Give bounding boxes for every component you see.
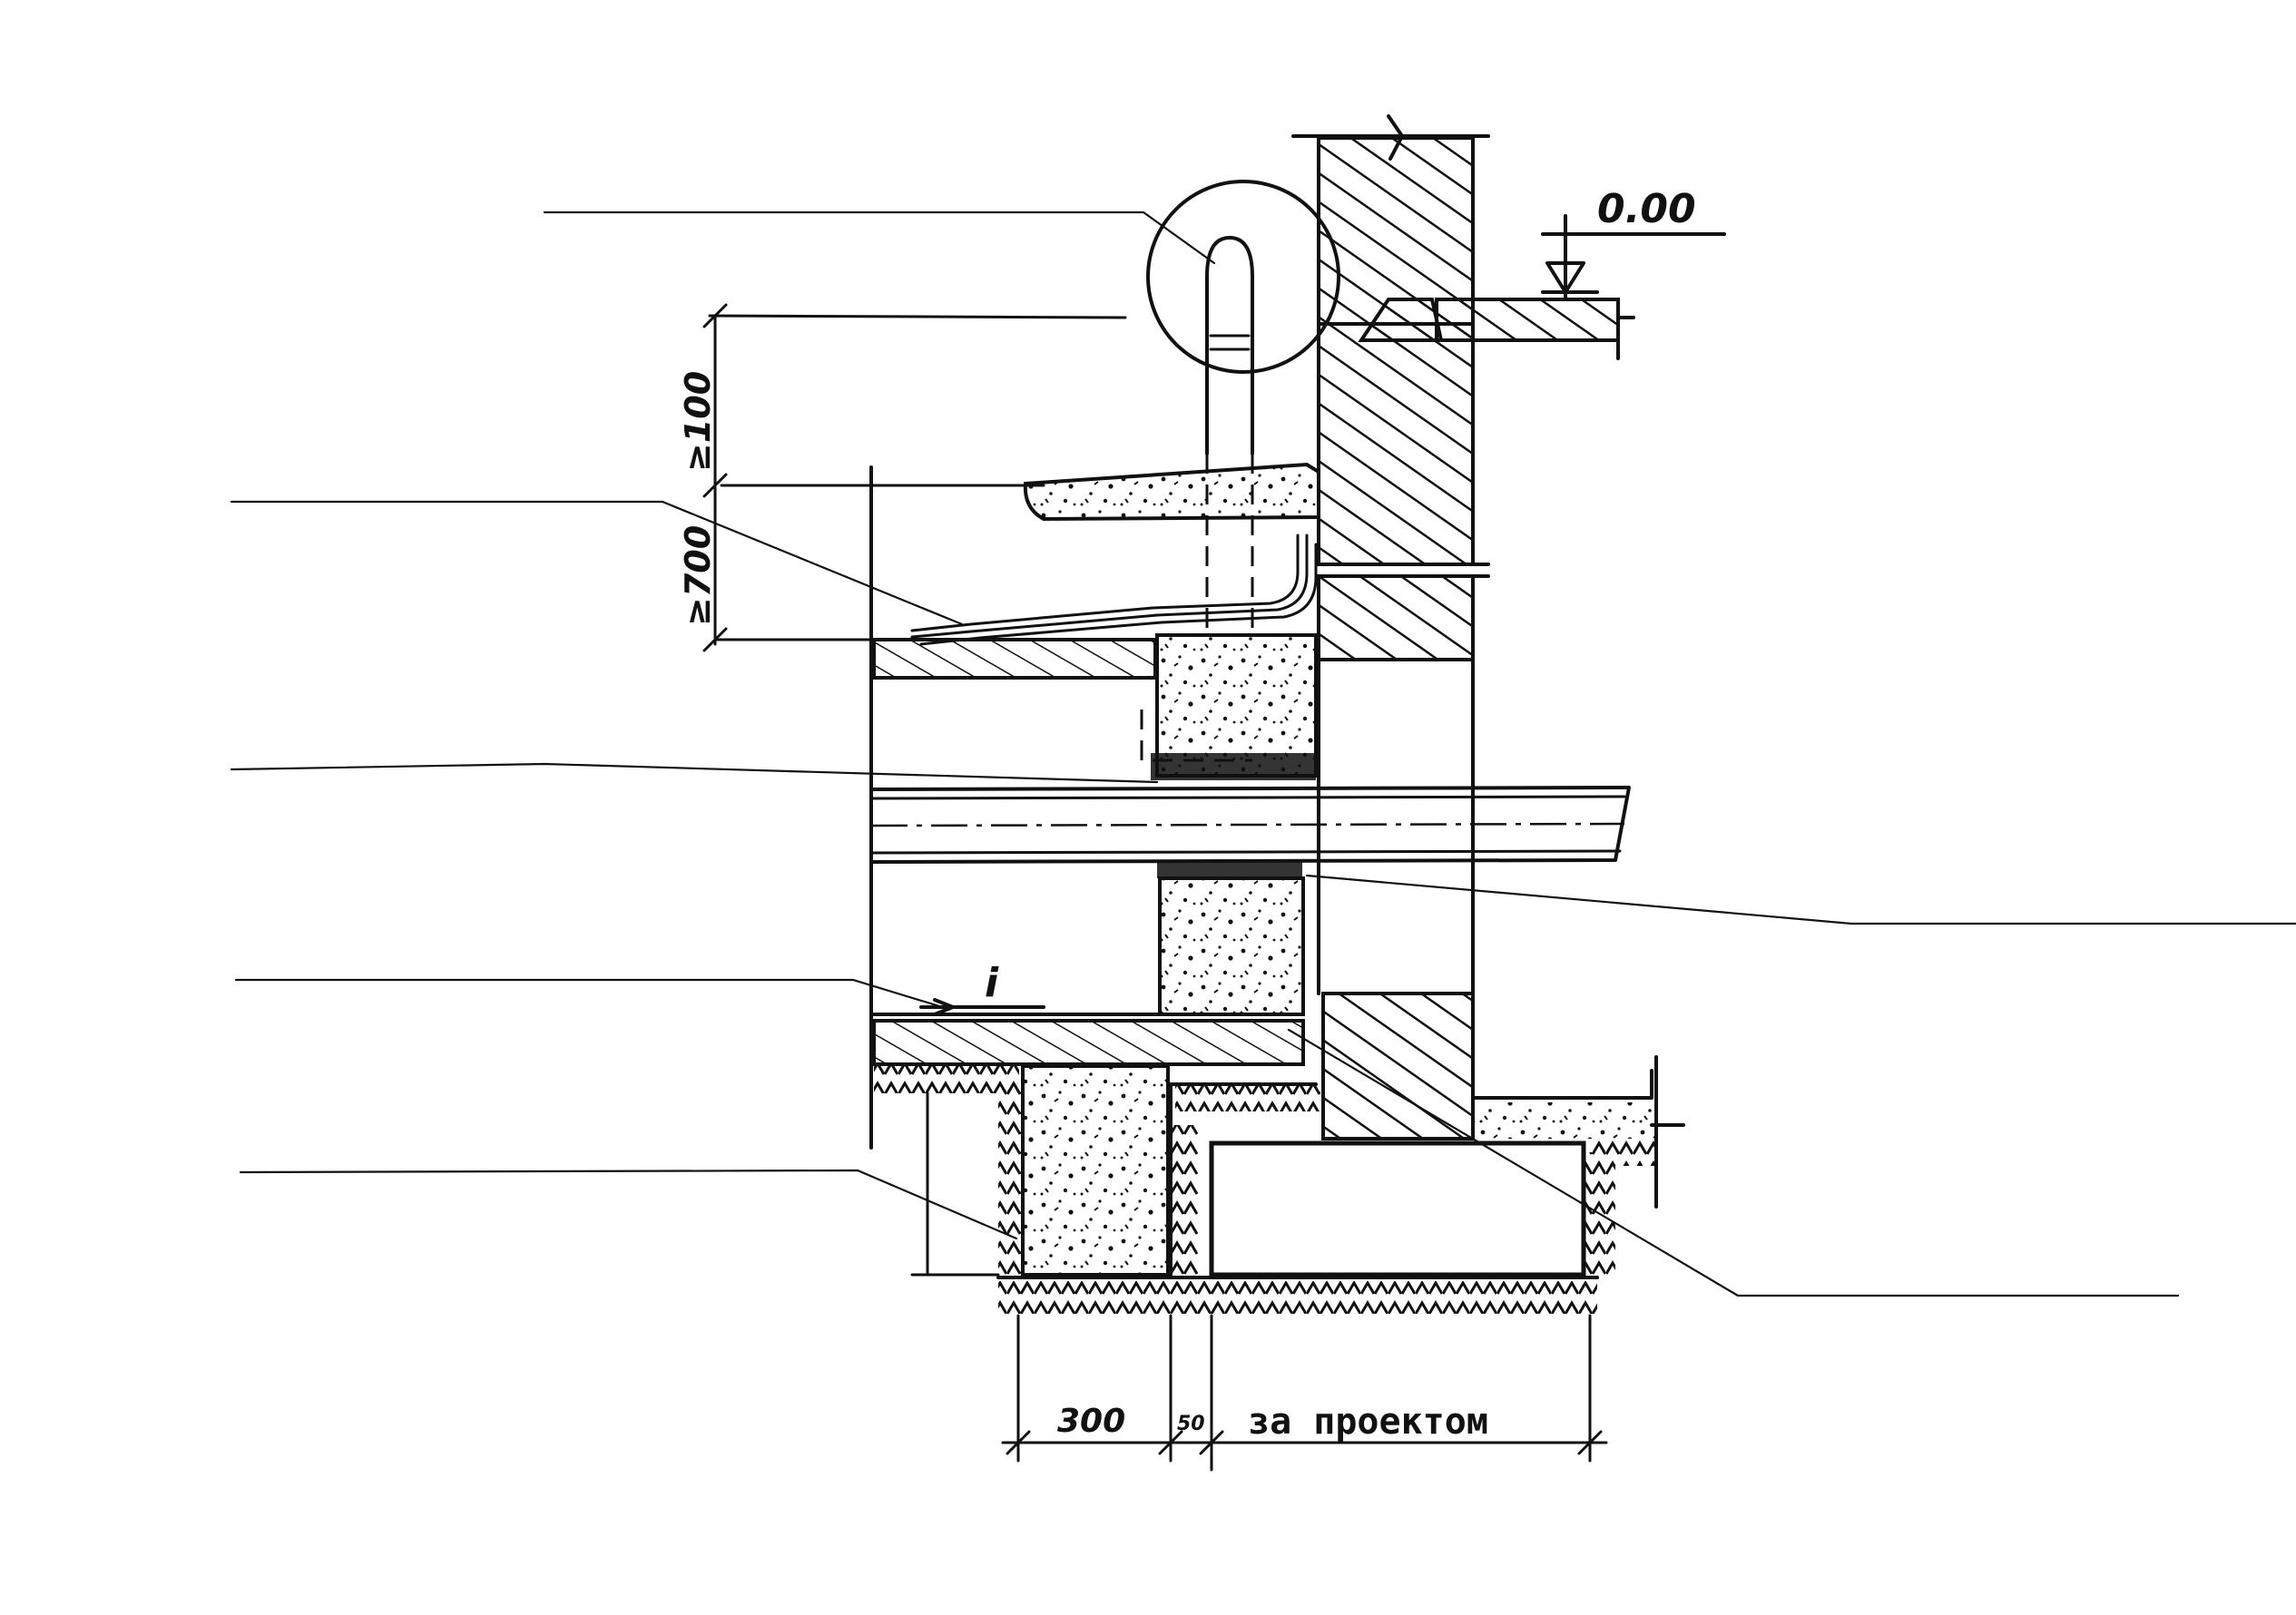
building-wall: [1291, 114, 1490, 1140]
leader-line-4: [234, 978, 950, 1011]
dimension-gap-label: 50: [1177, 1413, 1205, 1435]
dimension-width-label: 300: [1057, 1403, 1125, 1440]
leader-lines: [230, 210, 2296, 1297]
leader-line-2: [230, 500, 964, 626]
main-foundation-slab: [1209, 1140, 1586, 1277]
main-pipe: [869, 786, 1631, 864]
dimension-by-design-label: за проектом: [1248, 1401, 1488, 1443]
dimension-lower-label: ≥700: [678, 525, 718, 626]
cover-slab: [1023, 462, 1320, 522]
detail-callout-circle: [1146, 180, 1340, 374]
vertical-pipe: [1205, 236, 1254, 635]
leader-line-5: [239, 1169, 1018, 1240]
elevation-marker: 0.00: [1541, 186, 1726, 301]
leader-line-3: [230, 762, 1159, 784]
dimension-upper-label: ≥100: [678, 371, 718, 472]
channel-structure: i: [869, 180, 1685, 1314]
horizontal-dimensions: 300 50 за проектом: [1001, 1314, 1608, 1472]
floor-slab: [1358, 298, 1635, 360]
vertical-dimensions: ≥100 ≥700: [678, 303, 1127, 652]
leader-line-7: [1287, 1028, 2180, 1297]
elevation-label: 0.00: [1597, 186, 1696, 232]
leader-line-6: [1305, 874, 2296, 925]
lower-concrete-block: [1158, 876, 1305, 1016]
upper-channel-slab: [872, 638, 1157, 680]
strip-foundation: [1021, 1064, 1170, 1277]
leader-line-1: [543, 210, 1216, 265]
lower-channel-slab: [872, 1019, 1305, 1066]
slope-label: i: [985, 960, 999, 1006]
